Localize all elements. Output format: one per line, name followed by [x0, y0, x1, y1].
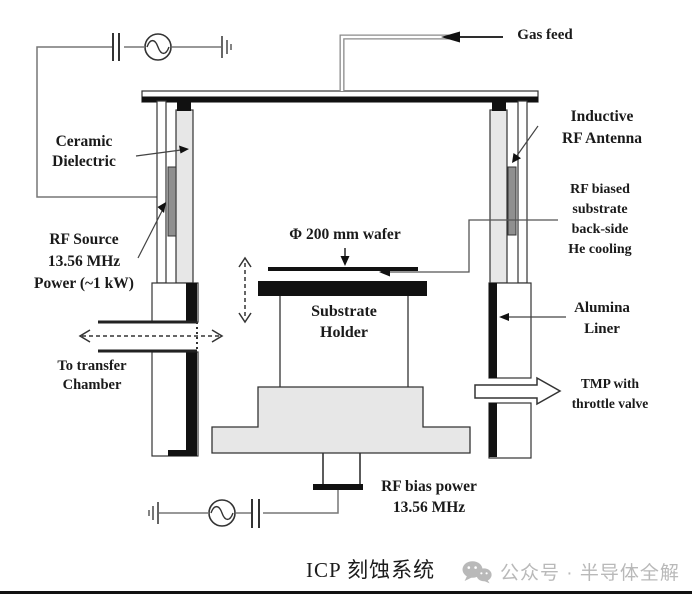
lift-arrowhead-up: [238, 256, 252, 268]
label-line: 13.56 MHz: [47, 253, 121, 270]
label-line: RF biased: [570, 182, 630, 197]
rf-source-arrow-line: [137, 210, 163, 259]
label-line: Alumina: [574, 300, 630, 316]
label-line: Φ 200 mm wafer: [289, 226, 401, 243]
label-line: RF bias power: [381, 478, 477, 495]
caption-title: ICP 刻蚀系统: [306, 558, 436, 582]
left-rf-antenna-electrode: [167, 166, 177, 237]
alumina-liner-upper: [489, 283, 497, 378]
gas-arrow-head: [441, 31, 460, 43]
right-wall-assembly: [488, 100, 532, 459]
rf-bias-circuit: [148, 453, 363, 528]
wire-to-antenna: [36, 46, 164, 198]
substrate-holder-label: Substrate Holder: [284, 301, 404, 343]
antenna-arrow-line: [515, 125, 539, 158]
he-cooling-callout: [379, 219, 558, 277]
tmp-throttle-label: TMP with throttle valve: [550, 374, 670, 414]
rf-source-arrow-head: [157, 202, 166, 213]
ceramic-arrow-line: [135, 149, 182, 157]
rf-source-circuit: [36, 33, 232, 198]
gas-pipe-inner: [340, 35, 460, 91]
pedestal: [211, 386, 471, 454]
label-line: Gas feed: [517, 27, 573, 43]
label-line: Power (~1 kW): [34, 275, 134, 292]
left-ceramic-dielectric: [175, 109, 194, 284]
label-line: RF Source: [49, 231, 119, 248]
watermark: 公众号 · 半导体全解: [461, 558, 680, 585]
right-ceramic-dielectric: [489, 109, 508, 284]
inductive-rf-antenna-label: Inductive RF Antenna: [542, 106, 662, 150]
bias-feed-bar: [313, 484, 363, 490]
label-line: He cooling: [568, 242, 632, 257]
right-outer-tube: [517, 100, 528, 284]
wire: [263, 490, 339, 514]
label-line: Dielectric: [52, 153, 116, 170]
right-rf-antenna-electrode: [507, 166, 517, 236]
alumina-liner-label: Alumina Liner: [556, 298, 648, 340]
to-transfer-chamber-label: To transfer Chamber: [35, 357, 149, 395]
watermark-text: 公众号 · 半导体全解: [500, 563, 680, 584]
label-line: substrate: [572, 202, 628, 217]
gas-feed-label: Gas feed: [504, 27, 586, 44]
wafer-label: Φ 200 mm wafer: [268, 226, 422, 244]
transfer-arrowhead-right: [211, 329, 224, 343]
label-line: 13.56 MHz: [392, 499, 466, 516]
label-line: Holder: [320, 324, 368, 341]
gas-feed-pipe: [339, 31, 503, 91]
chamber-top-plate: [141, 90, 539, 103]
right-top-connector: [492, 102, 506, 111]
top-plate-black-layer: [142, 96, 538, 102]
callout-arrowhead: [379, 267, 390, 277]
label-line: Liner: [584, 321, 620, 337]
tmp-pump-arrow: [474, 376, 562, 406]
callout-line: [388, 219, 558, 273]
lift-arrowhead-down: [238, 312, 252, 324]
gas-pipe-outer: [339, 34, 460, 91]
alumina-liner-lower: [489, 403, 497, 457]
transfer-arrowhead-left: [78, 329, 91, 343]
ceramic-dielectric-label: Ceramic Dielectric: [25, 132, 143, 172]
left-top-connector: [177, 102, 191, 111]
sine-glyph: [146, 39, 170, 55]
label-line: Ceramic: [55, 133, 113, 150]
label-line: TMP with: [580, 376, 640, 391]
wafer-assembly: [258, 248, 427, 387]
wafer: [268, 267, 418, 271]
chuck-top: [258, 281, 427, 296]
rf-biased-substrate-label: RF biased substrate back-side He cooling: [548, 180, 652, 260]
sine-glyph: [210, 505, 234, 521]
antenna-arrow-head: [512, 153, 521, 163]
left-outer-tube: [156, 100, 167, 284]
left-wall-assembly: [151, 100, 199, 457]
label-arrows: [135, 125, 566, 321]
transfer-port: [78, 320, 224, 353]
label-line: Chamber: [62, 377, 122, 393]
label-line: Substrate: [311, 303, 377, 320]
ceramic-arrow-head: [179, 145, 189, 154]
rf-bias-power-label: RF bias power 13.56 MHz: [366, 476, 492, 518]
label-line: To transfer: [57, 358, 127, 374]
lift-motion-arrow: [238, 256, 252, 324]
label-line: Inductive: [570, 108, 634, 125]
wafer-pointer-head: [340, 256, 350, 266]
alumina-arrow-head: [499, 313, 509, 321]
rf-source-label: RF Source 13.56 MHz Power (~1 kW): [10, 229, 158, 295]
label-line: back-side: [571, 222, 629, 237]
left-liner-upper: [186, 283, 197, 322]
wechat-icon: [462, 560, 492, 583]
label-line: throttle valve: [571, 396, 649, 411]
bottom-rule: [0, 591, 692, 594]
left-liner-lower: [186, 352, 197, 453]
label-line: RF Antenna: [562, 130, 642, 147]
left-wall-foot: [168, 450, 197, 456]
